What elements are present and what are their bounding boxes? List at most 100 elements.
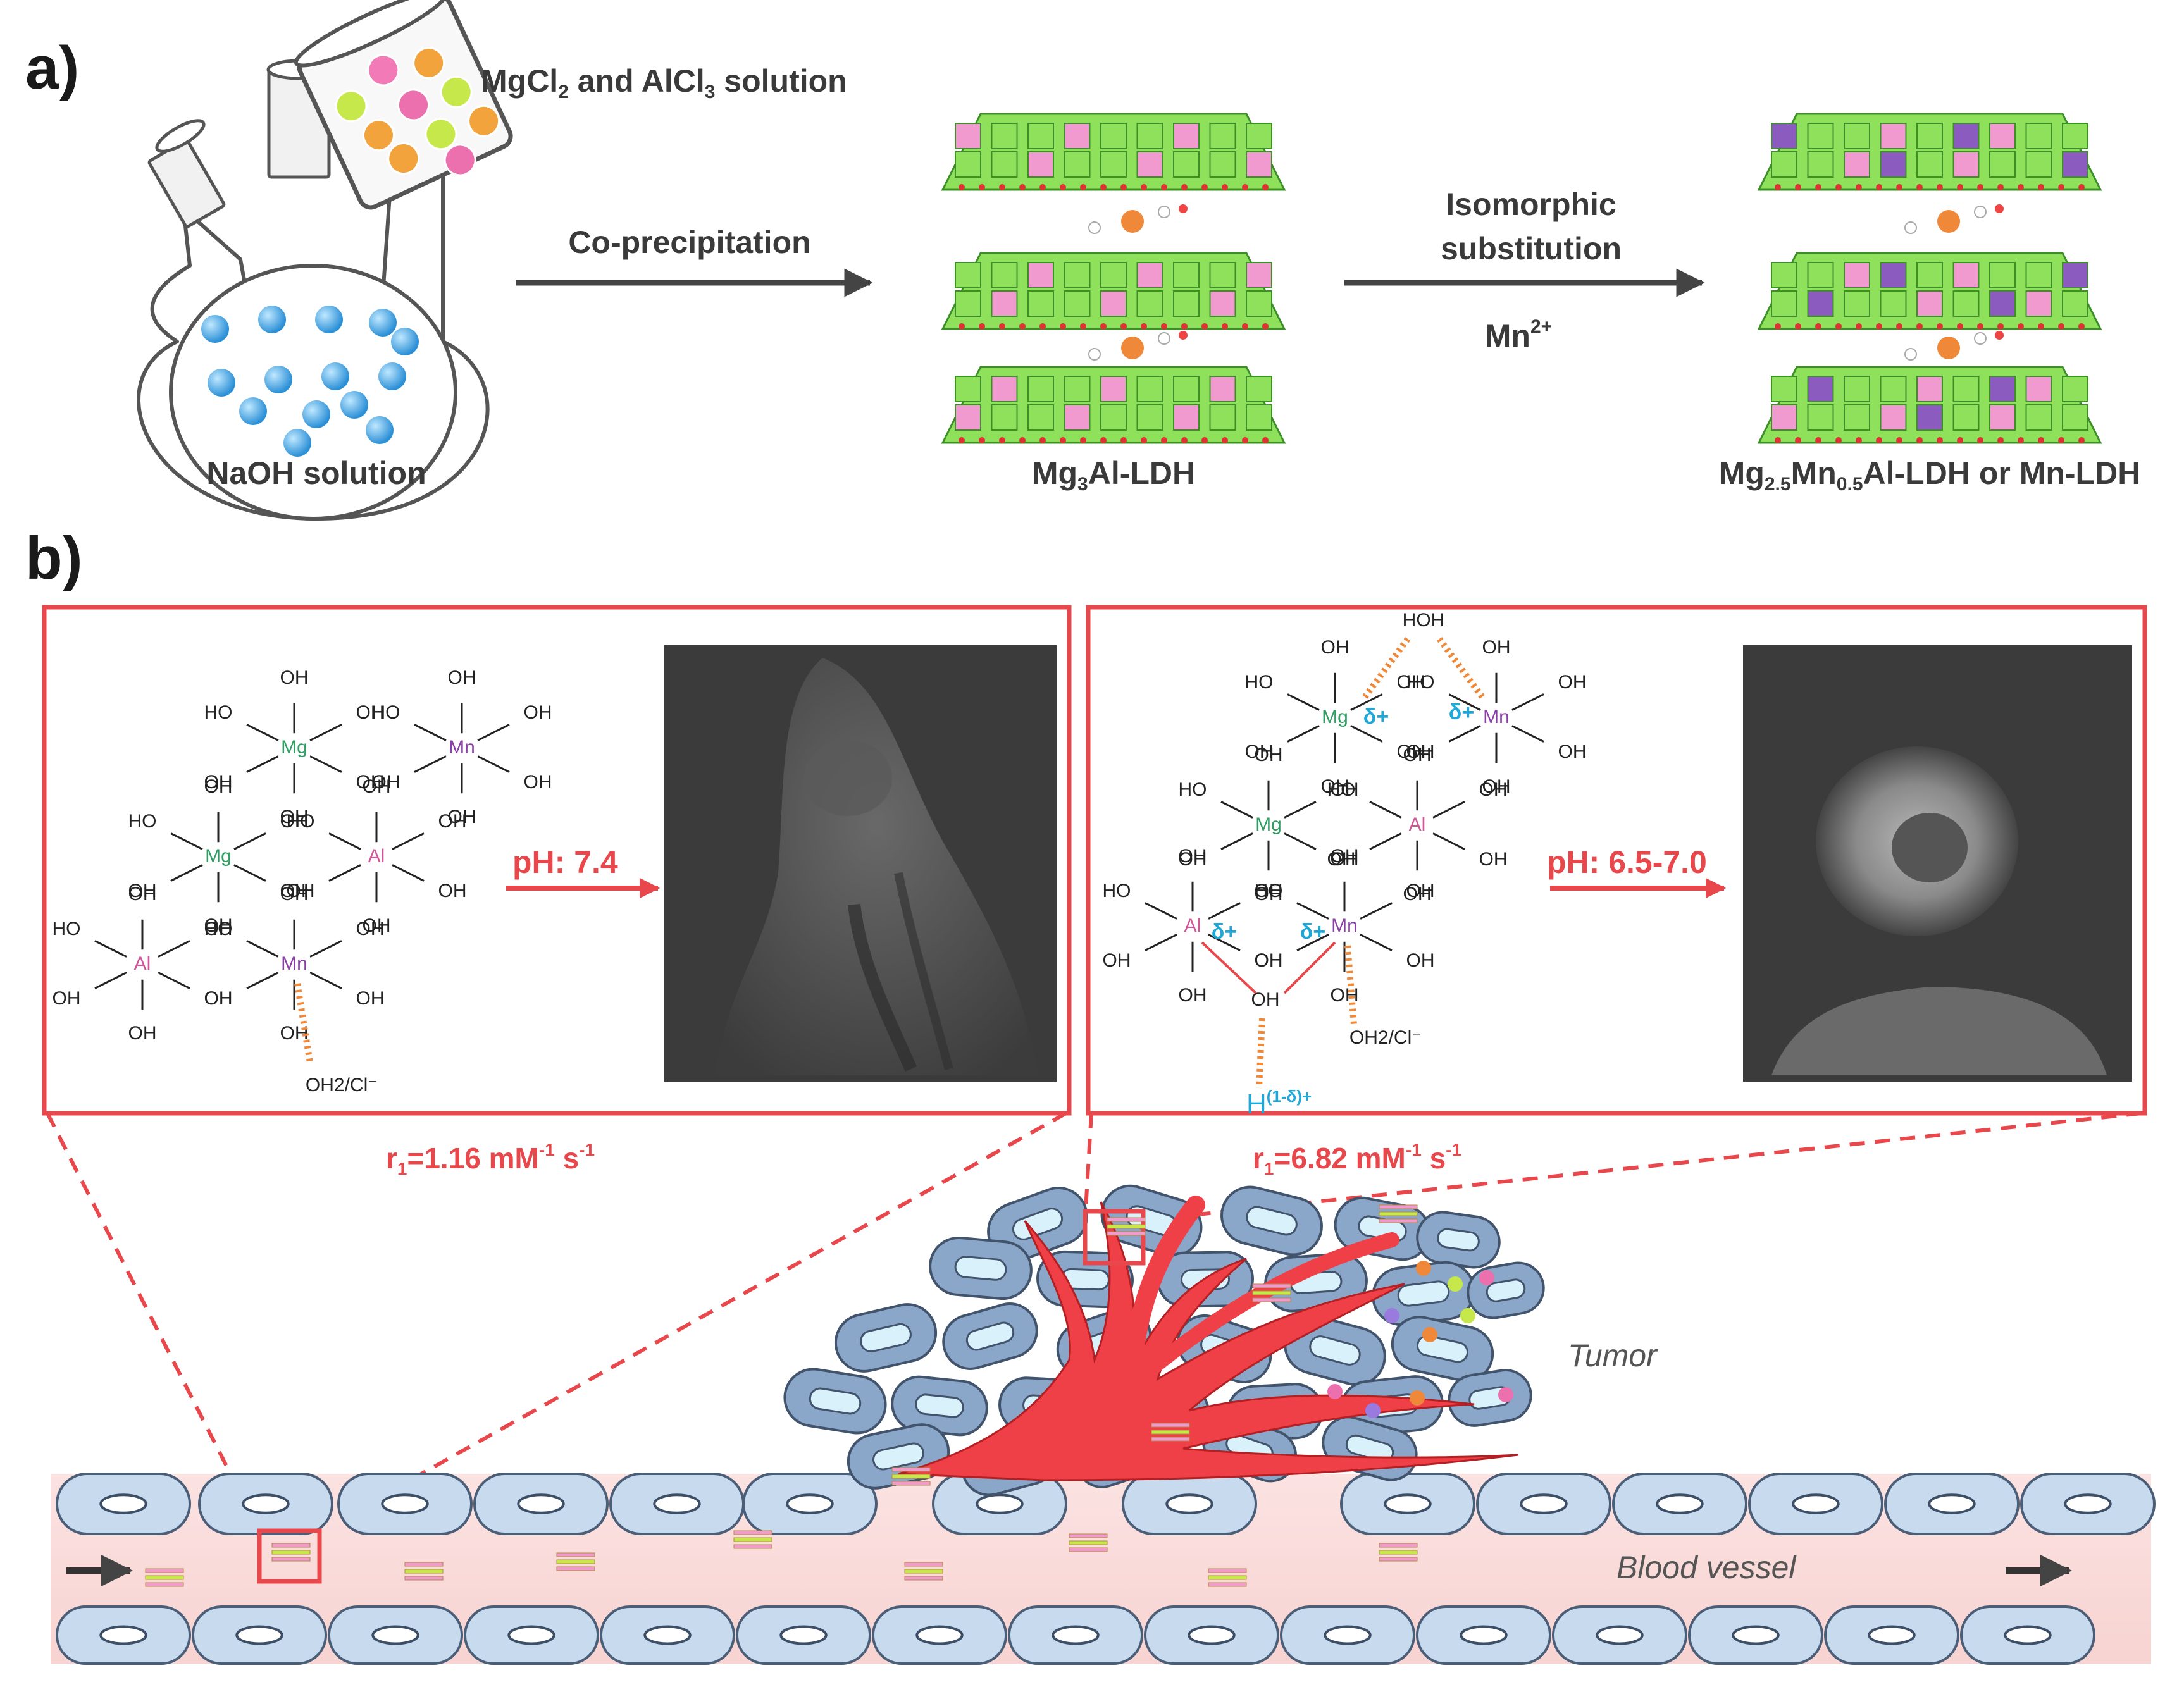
ldh-nano-layer — [733, 1537, 772, 1542]
atom-label: OH — [1255, 745, 1283, 765]
octahedron — [1246, 151, 1272, 178]
ldh-nanoparticle — [904, 1562, 943, 1581]
octahedron — [1989, 123, 2016, 149]
atom-label: OH — [363, 915, 391, 936]
atom-label: OH — [128, 881, 157, 901]
cell-nucleus — [99, 1493, 147, 1514]
tumor-cell — [1391, 1316, 1494, 1382]
ldh-nano-layer — [1151, 1423, 1190, 1428]
tumor-nanoparticles — [1327, 1261, 1513, 1418]
bond — [94, 972, 127, 989]
atom-label: OH — [1255, 950, 1283, 971]
octahedron — [1027, 151, 1054, 178]
acidic-ph-box — [1086, 605, 2147, 1116]
ldh-nano-layer — [733, 1530, 772, 1535]
octahedron — [955, 290, 981, 317]
left-ph-label: pH: 7.4 — [512, 844, 618, 880]
octahedron — [1246, 123, 1272, 149]
oxygen-atom — [1181, 323, 1188, 330]
bond — [94, 940, 127, 958]
proton-label: H(1-δ)+ — [1246, 1087, 1312, 1120]
water-oxygen — [1995, 331, 2004, 340]
atom-label: OH — [1482, 776, 1511, 797]
oxygen-atom — [1019, 437, 1026, 443]
water-molecule — [1088, 221, 1101, 234]
atom-label: OH — [204, 988, 233, 1009]
octahedron — [2062, 151, 2088, 178]
water-molecule — [1088, 348, 1101, 361]
panel-b-letter: b) — [25, 524, 83, 592]
mn-ion-label: Mn2+ — [1485, 316, 1552, 354]
ion-particle — [367, 54, 400, 87]
mgmnal-ldh-structure — [1757, 113, 2102, 444]
oxygen-atom — [1100, 323, 1107, 330]
oxygen-atom — [2058, 323, 2064, 330]
oxygen-atom — [1222, 437, 1228, 443]
cell-nucleus — [1792, 1493, 1840, 1514]
ldh-nano-layer — [1208, 1568, 1247, 1573]
atom-label: OH — [1331, 985, 1359, 1006]
bond — [1350, 693, 1383, 711]
cell-nucleus — [1384, 1493, 1432, 1514]
bond — [309, 972, 342, 989]
cell-nucleus — [242, 1493, 290, 1514]
oxygen-atom — [2018, 437, 2024, 443]
atom-label: OH — [1331, 779, 1359, 800]
atom-label: HO — [1103, 881, 1131, 901]
oxygen-atom — [1815, 437, 1821, 443]
bridging-oh: OH — [1251, 989, 1280, 1010]
tumor-blood-vessel — [1123, 1196, 1205, 1376]
ldh-nano-layer — [1107, 1231, 1146, 1236]
octahedron — [1136, 290, 1163, 317]
atom-label: OH — [1179, 846, 1207, 867]
bond — [1360, 934, 1393, 951]
bond — [477, 724, 510, 741]
ion-particle — [397, 89, 430, 121]
ldh-nano-layer — [1208, 1582, 1247, 1587]
nanoparticle — [1479, 1270, 1494, 1285]
bond — [392, 832, 425, 850]
ldh-nano-layer — [733, 1544, 772, 1549]
oxygen-atom — [1957, 184, 1963, 190]
octahedron — [1844, 123, 1870, 149]
atom-label: Mg — [1322, 707, 1348, 727]
octahedron — [1136, 262, 1163, 288]
cell-nucleus — [1596, 1625, 1644, 1645]
atom-label: OH — [1406, 741, 1435, 762]
oxygen-atom — [2018, 323, 2024, 330]
octahedron — [1136, 151, 1163, 178]
oxygen-atom — [1201, 323, 1208, 330]
bond — [309, 724, 342, 741]
octahedron — [1100, 151, 1127, 178]
endothelial-cells — [56, 1473, 2156, 1665]
ldh-nano-layer — [1208, 1575, 1247, 1580]
ldh-nano-layer — [271, 1543, 311, 1548]
mri-image-acidic — [1743, 645, 2132, 1082]
oxygen-atom — [1080, 184, 1086, 190]
tumor-zoom-box — [1083, 1209, 1146, 1266]
right-relaxivity: r1=6.82 mM-1 s-1 — [1253, 1140, 1461, 1178]
panel-a-letter: a) — [25, 34, 79, 102]
oxygen-atom — [1201, 437, 1208, 443]
ldh-nanoparticle — [404, 1562, 444, 1581]
oxygen-atom — [1937, 323, 1943, 330]
octahedron — [1952, 404, 1980, 431]
atom-label: OH — [356, 702, 385, 723]
octahedron — [1209, 404, 1236, 431]
ldh-nano-layer — [1379, 1557, 1418, 1562]
cell-nucleus — [976, 1493, 1024, 1514]
bond — [246, 724, 279, 741]
water-label: HOH — [1403, 610, 1445, 631]
bond — [1296, 902, 1329, 920]
atom-label: Mn — [281, 953, 307, 974]
nanoparticle — [1384, 1308, 1399, 1323]
octahedron — [991, 151, 1018, 178]
oxygen-atom — [1181, 184, 1188, 190]
naoh-particle — [369, 309, 397, 337]
oxygen-atom — [2038, 437, 2044, 443]
water-molecule — [1158, 206, 1170, 218]
oxygen-atom — [1141, 323, 1147, 330]
oxygen-atom — [1977, 184, 1983, 190]
atom-label: Mn — [1483, 707, 1510, 727]
tumor-cell — [987, 1187, 1088, 1261]
